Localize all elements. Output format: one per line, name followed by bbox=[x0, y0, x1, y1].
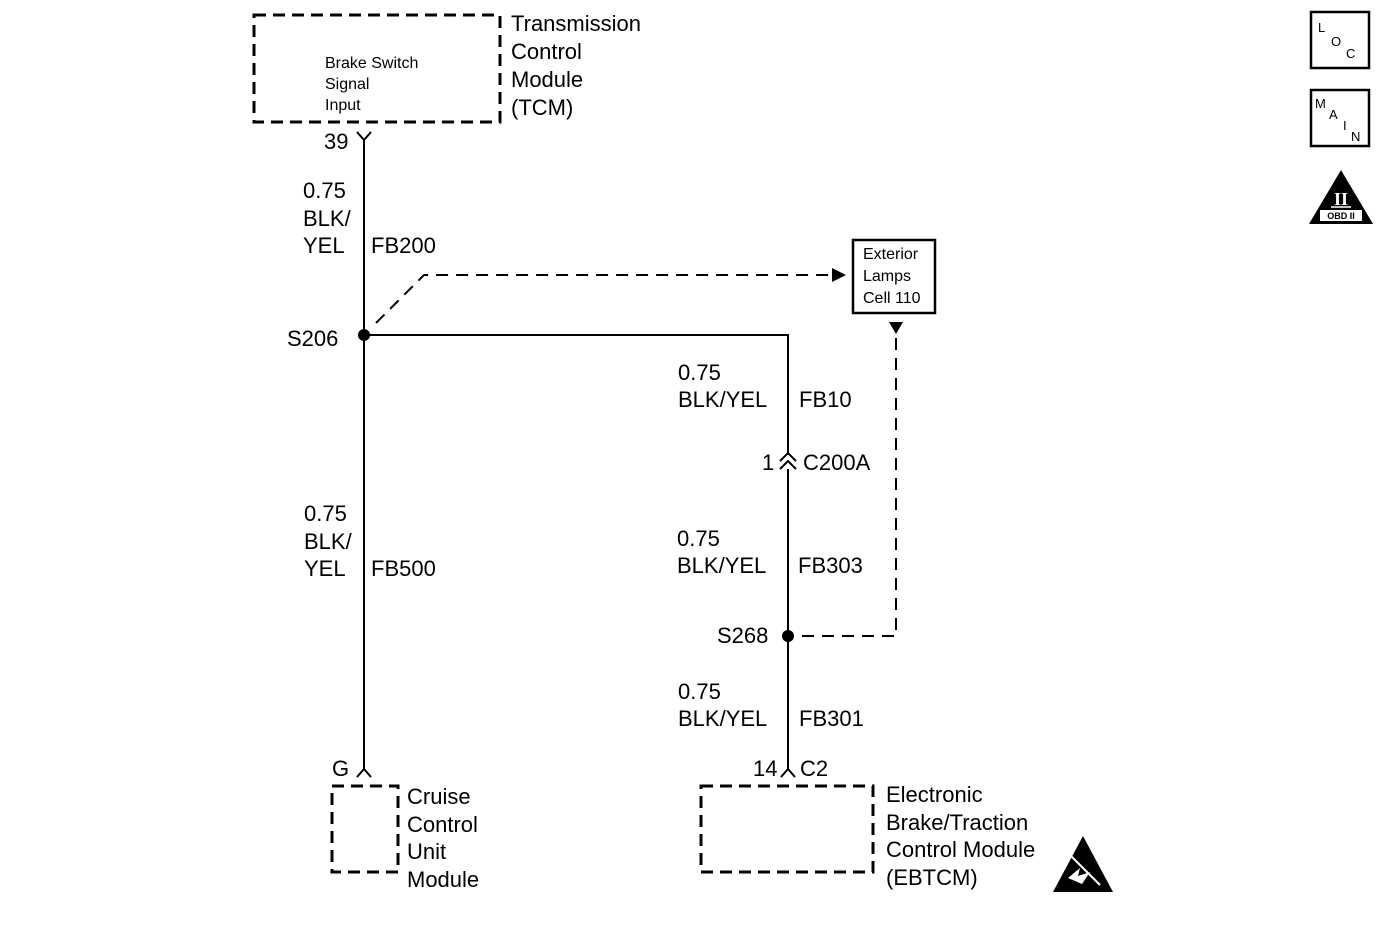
connector-c200a-pin: 1 bbox=[762, 450, 774, 475]
fb10-size: 0.75 bbox=[678, 360, 721, 385]
fb200-color-line-1: BLK/ bbox=[303, 206, 352, 231]
fb303-size: 0.75 bbox=[677, 526, 720, 551]
fb10-circuit: FB10 bbox=[799, 387, 852, 412]
fb303-circuit: FB303 bbox=[798, 553, 863, 578]
fb10-color: BLK/YEL bbox=[678, 387, 767, 412]
main-icon[interactable]: M A I N bbox=[1309, 88, 1371, 148]
fb303-color: BLK/YEL bbox=[677, 553, 766, 578]
fb500-circuit: FB500 bbox=[371, 556, 436, 581]
tcm-inner-line-2: Signal bbox=[325, 76, 369, 93]
ebtcm-module: 14 C2 Electronic Brake/Traction Control … bbox=[699, 756, 1035, 890]
loc-letter-l: L bbox=[1318, 20, 1325, 35]
tcm-name-line-3: Module bbox=[511, 67, 583, 92]
tcm-module: Brake Switch Signal Input Transmission C… bbox=[252, 11, 641, 154]
cruise-name-line-3: Unit bbox=[407, 839, 446, 864]
tcm-box bbox=[252, 13, 502, 124]
main-letter-n: N bbox=[1351, 129, 1360, 144]
ebtcm-connector-label: C2 bbox=[800, 756, 828, 781]
wire-fb10 bbox=[364, 334, 789, 455]
exterior-lamps-line-3: Cell 110 bbox=[863, 290, 921, 307]
tcm-inner-line-1: Brake Switch bbox=[325, 55, 418, 72]
obd-label: OBD II bbox=[1327, 211, 1355, 221]
splice-s206: S206 bbox=[287, 326, 370, 351]
loc-letter-o: O bbox=[1331, 34, 1341, 49]
tcm-name-line-1: Transmission bbox=[511, 11, 641, 36]
main-letter-a: A bbox=[1329, 107, 1338, 122]
ebtcm-name-line-3: Control Module bbox=[886, 837, 1035, 862]
exterior-lamps-down-arrow bbox=[889, 322, 903, 334]
tcm-pin-label: 39 bbox=[324, 129, 348, 154]
connector-c200a-symbol bbox=[779, 451, 797, 470]
ebtcm-name-line-4: (EBTCM) bbox=[886, 865, 978, 890]
wire-fb301-labels: 0.75 BLK/YEL FB301 bbox=[678, 679, 864, 731]
fb301-circuit: FB301 bbox=[799, 706, 864, 731]
exterior-lamps-line-1: Exterior bbox=[863, 246, 919, 263]
wire-fb200-labels: 0.75 BLK/ YEL FB200 bbox=[303, 178, 436, 258]
exterior-lamps-arrow bbox=[832, 268, 846, 282]
splice-s268-label: S268 bbox=[717, 623, 768, 648]
splice-s206-label: S206 bbox=[287, 326, 338, 351]
ebtcm-name-line-2: Brake/Traction bbox=[886, 810, 1028, 835]
exterior-lamps-line-2: Lamps bbox=[863, 268, 911, 285]
fb500-size: 0.75 bbox=[304, 501, 347, 526]
wire-fb303-labels: 0.75 BLK/YEL FB303 bbox=[677, 526, 863, 578]
fb500-color-line-2: YEL bbox=[304, 556, 346, 581]
ebtcm-pin-connector bbox=[780, 767, 796, 778]
ebtcm-box bbox=[699, 784, 875, 874]
cruise-pin-connector bbox=[356, 767, 372, 778]
cruise-control-module: G Cruise Control Unit Module bbox=[330, 756, 479, 892]
tcm-inner-line-3: Input bbox=[325, 97, 361, 114]
cruise-name-line-2: Control bbox=[407, 812, 478, 837]
exterior-lamps-reference: Exterior Lamps Cell 110 bbox=[851, 238, 937, 334]
tcm-pin-connector bbox=[356, 131, 372, 142]
esd-warning-icon bbox=[1053, 836, 1113, 892]
tcm-name-line-4: (TCM) bbox=[511, 95, 573, 120]
dashed-wire-to-exterior-lamps bbox=[375, 274, 832, 324]
wire-fb10-labels: 0.75 BLK/YEL FB10 bbox=[678, 360, 852, 412]
wire-fb500-labels: 0.75 BLK/ YEL FB500 bbox=[304, 501, 436, 581]
cruise-box bbox=[330, 784, 400, 874]
ebtcm-name-line-1: Electronic bbox=[886, 782, 983, 807]
ebtcm-pin-label: 14 bbox=[753, 756, 777, 781]
main-letter-i: I bbox=[1343, 118, 1347, 133]
fb301-size: 0.75 bbox=[678, 679, 721, 704]
loc-icon[interactable]: L O C bbox=[1309, 10, 1371, 70]
fb301-color: BLK/YEL bbox=[678, 706, 767, 731]
fb500-color-line-1: BLK/ bbox=[304, 529, 353, 554]
cruise-name-line-4: Module bbox=[407, 867, 479, 892]
fb200-color-line-2: YEL bbox=[303, 233, 345, 258]
obd-ii-icon[interactable]: II OBD II bbox=[1309, 170, 1373, 224]
exterior-lamps-box bbox=[851, 238, 937, 315]
cruise-pin-label: G bbox=[332, 756, 349, 781]
fb200-circuit: FB200 bbox=[371, 233, 436, 258]
loc-letter-c: C bbox=[1346, 46, 1355, 61]
splice-s268: S268 bbox=[717, 623, 794, 648]
tcm-name-line-2: Control bbox=[511, 39, 582, 64]
obd-roman-numeral: II bbox=[1334, 189, 1348, 209]
connector-c200a: 1 C200A bbox=[762, 450, 871, 475]
cruise-name-line-1: Cruise bbox=[407, 784, 471, 809]
dashed-wire-from-exterior-lamps bbox=[794, 338, 897, 637]
connector-c200a-name: C200A bbox=[803, 450, 871, 475]
fb200-size: 0.75 bbox=[303, 178, 346, 203]
main-letter-m: M bbox=[1315, 96, 1326, 111]
